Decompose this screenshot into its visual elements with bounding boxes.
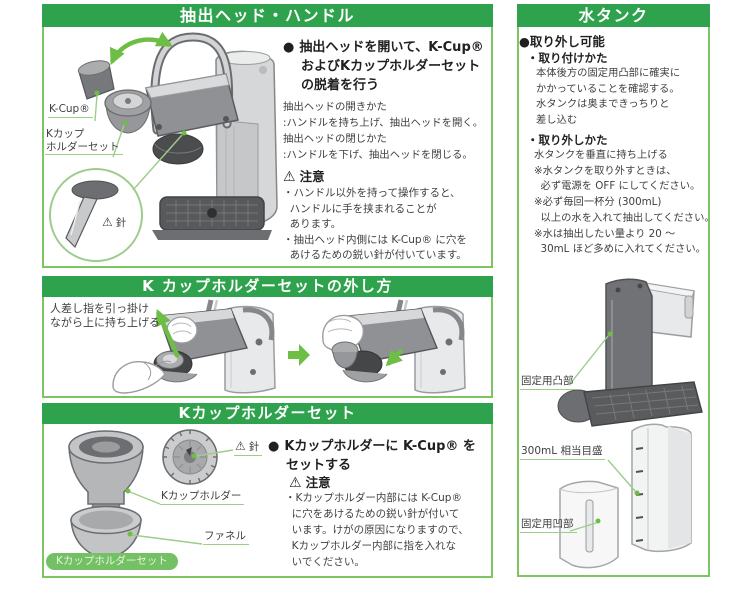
caution-heading: ⚠注意	[283, 166, 325, 185]
holder-set-label: Kカップ ホルダーセット	[45, 128, 123, 155]
kcup-label: K-Cup®	[48, 103, 93, 118]
section-holder-removal: K カップホルダーセットの外し方	[42, 276, 493, 398]
removable-heading-text: 取り外し可能	[529, 34, 605, 49]
needle-label-text: 針	[115, 217, 127, 229]
bullet-icon: ●	[283, 40, 295, 55]
warning-icon: ⚠	[102, 215, 113, 229]
detach-heading: ・取り外しかた	[527, 133, 608, 147]
detach-steps: 水タンクを垂直に持ち上げる ※水タンクを取り外すときは、 必ず電源を OFF に…	[534, 149, 715, 256]
caution-items: ・Kカップホルダー内部には K-Cup® に穴をあけるための鋭い針が付いて いま…	[285, 492, 469, 568]
attach-heading: ・取り付けかた	[527, 51, 608, 65]
removal-hint: 人差し指を引っ掛け ながら上に持ち上げる	[50, 302, 160, 329]
needle-label: ⚠針	[234, 439, 263, 456]
holder-set-badge: Kカップホルダーセット	[46, 553, 178, 570]
section-holder-set-title: Kカップホルダーセット	[42, 403, 493, 424]
fixing-notch-label: 固定用凹部	[520, 518, 577, 533]
warning-icon: ⚠	[289, 475, 302, 491]
warning-icon: ⚠	[283, 169, 296, 185]
caution-heading: ⚠注意	[289, 472, 331, 491]
bullet-icon: ●	[268, 439, 280, 454]
caution-items: ・ハンドル以外を持って操作すると、 ハンドルに手を挟まれることが あります。 ・…	[283, 187, 467, 262]
bullet-icon: ●	[519, 34, 530, 49]
removable-heading: ●取り外し可能	[519, 31, 605, 50]
caution-heading-text: 注意	[299, 169, 325, 184]
needle-label: ⚠針	[101, 216, 129, 231]
head-open-close-steps: 抽出ヘッドの開きかた :ハンドルを持ち上げ、抽出ヘッドを開く。 抽出ヘッドの閉じ…	[283, 101, 484, 161]
head-open-lead-text: 抽出ヘッドを開いて、K-Cup® およびKカップホルダーセット の脱着を行う	[299, 40, 484, 93]
attach-steps: 本体後方の固定用凸部に確実に かかっていることを確認する。 水タンクは奥まできっ…	[536, 67, 681, 127]
funnel-label: ファネル	[203, 530, 249, 545]
section-holder-removal-title: K カップホルダーセットの外し方	[42, 276, 493, 297]
head-open-lead: ● 抽出ヘッドを開いて、K-Cup® およびKカップホルダーセット の脱着を行う	[283, 38, 484, 95]
holder-set-lead-text: Kカップホルダーに K-Cup® を セットする	[284, 439, 476, 473]
warning-icon: ⚠	[235, 439, 246, 453]
section-head-handle-title: 抽出ヘッド・ハンドル	[42, 4, 493, 27]
fixing-tab-label: 固定用凸部	[520, 375, 577, 390]
needle-label-text: 針	[248, 441, 260, 453]
caution-heading-text: 注意	[305, 475, 331, 490]
holder-set-lead: ● Kカップホルダーに K-Cup® を セットする	[268, 437, 476, 475]
scale-label: 300mL 相当目盛	[520, 445, 606, 460]
kcup-holder-label: Kカップホルダー	[160, 490, 245, 505]
section-water-tank-title: 水タンク	[517, 4, 710, 27]
